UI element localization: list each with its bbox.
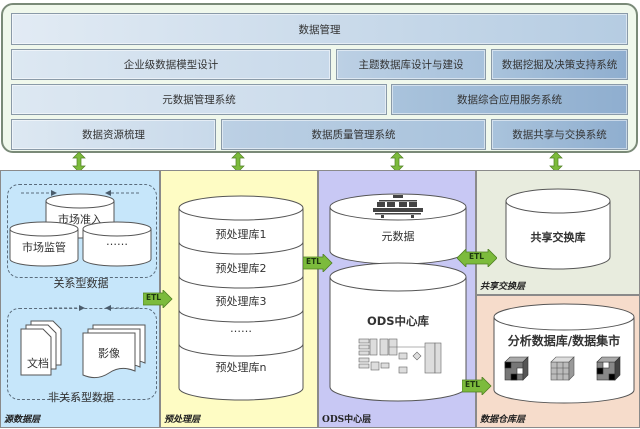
database-cylinder-more: …… (82, 221, 152, 267)
mgmt-item-quality-system: 数据质量管理系统 (221, 119, 486, 150)
etl-arrow-ods-share-bidirectional: ETL (456, 248, 498, 271)
bidirectional-arrow-icon (72, 152, 86, 172)
db-label: 市场准入 (58, 213, 102, 226)
mgmt-item-share-exchange-system: 数据共享与交换系统 (491, 119, 628, 150)
document-label: 文档 (27, 357, 49, 370)
zone-label-warehouse: 数据仓库层 (480, 415, 526, 425)
relational-data-group (7, 184, 157, 278)
data-management-panel: 数据管理 企业级数据模型设计 主题数据库设计与建设 数据挖掘及决策支持系统 元数… (1, 3, 638, 153)
etl-arrow-ods-to-warehouse: ETL (461, 376, 492, 399)
mgmt-title: 数据管理 (298, 23, 341, 36)
nonrelational-data-label: 非关系型数据 (48, 391, 114, 404)
db-label: …… (106, 235, 128, 248)
zone-label-share: 共享交换层 (480, 282, 526, 292)
share-exchange-db-label: 共享交换库 (530, 231, 586, 244)
metadata-hierarchy-icon (373, 195, 423, 218)
mgmt-item-label: 数据质量管理系统 (311, 129, 396, 141)
preprocess-layer-label: 预处理库2 (215, 262, 267, 275)
etl-label: ETL (465, 380, 481, 389)
relational-data-label: 关系型数据 (53, 277, 109, 290)
mgmt-item-resource-review: 数据资源梳理 (11, 119, 216, 150)
metadata-label: 元数据 (381, 230, 415, 243)
etl-arrow-source-to-preprocess: ETL (142, 289, 173, 312)
mgmt-item-label: 数据资源梳理 (82, 129, 145, 141)
ods-center-zone: 元数据 ODS中心库 ODS中心层 (318, 170, 476, 428)
mgmt-item-integrated-service: 数据综合应用服务系统 (391, 84, 628, 115)
database-cylinder-market-supervision: 市场监管 (9, 221, 79, 267)
dashed-arrow-left-icon (105, 305, 141, 311)
data-cube-icon (596, 356, 621, 381)
zone-label-preprocess: 预处理层 (164, 415, 201, 425)
preprocess-zone: 预处理库1 预处理库2 预处理库3 …… 预处理库n 预处理层 (160, 170, 318, 428)
share-exchange-database-cylinder: 共享交换库 (505, 188, 611, 271)
mgmt-item-label: 主题数据库设计与建设 (358, 59, 464, 71)
mgmt-item-metadata-system: 元数据管理系统 (11, 84, 387, 115)
etl-label: ETL (306, 257, 322, 266)
bidirectional-arrow-icon (390, 152, 404, 172)
preprocess-layer-label: …… (230, 322, 252, 335)
preprocess-layer-label: 预处理库3 (215, 295, 267, 308)
dashed-arrow-right-icon (21, 190, 57, 196)
document-stack-icon (20, 320, 62, 376)
preprocess-layer-label: 预处理库1 (215, 228, 267, 241)
mgmt-item-label: 企业级数据模型设计 (123, 59, 219, 71)
ods-diagram-icon (358, 338, 442, 374)
analysis-db-label: 分析数据库/数据集市 (507, 334, 621, 348)
bidirectional-arrow-icon (231, 152, 245, 172)
analysis-database-cylinder: 分析数据库/数据集市 (493, 303, 635, 404)
source-data-zone: 市场准入 市场监管 …… 关系型数据 文档 影像 非关系型数据 源数据层 (0, 170, 160, 428)
dashed-arrow-right-icon (49, 305, 85, 311)
mgmt-item-label: 数据共享与交换系统 (512, 129, 607, 141)
zone-label-source: 源数据层 (4, 415, 41, 425)
bidirectional-arrow-icon (549, 152, 563, 172)
mgmt-item-label: 数据挖掘及决策支持系统 (501, 59, 618, 71)
mgmt-item-enterprise-model: 企业级数据模型设计 (11, 49, 331, 80)
data-cube-icon (550, 356, 575, 381)
share-exchange-zone: 共享交换库 共享交换层 (476, 170, 640, 295)
etl-label: ETL (469, 252, 485, 261)
etl-arrow-preprocess-to-ods: ETL (302, 253, 333, 276)
mgmt-item-subject-db: 主题数据库设计与建设 (336, 49, 486, 80)
metadata-database-cylinder: 元数据 (329, 193, 467, 265)
mgmt-title-bar: 数据管理 (11, 13, 628, 45)
preprocess-layer-label: 预处理库n (215, 361, 267, 374)
etl-label: ETL (146, 293, 162, 302)
mgmt-item-label: 数据综合应用服务系统 (457, 94, 562, 106)
ods-center-database-cylinder: ODS中心库 (329, 262, 467, 403)
data-warehouse-zone: 分析数据库/数据集市 数据仓库层 (476, 295, 640, 428)
image-stack-icon (82, 324, 146, 379)
data-cube-icon (504, 356, 529, 381)
ods-center-label: ODS中心库 (366, 314, 430, 328)
preprocess-database-cylinder: 预处理库1 预处理库2 预处理库3 …… 预处理库n (178, 195, 304, 402)
dashed-arrow-left-icon (105, 190, 141, 196)
image-label: 影像 (98, 347, 120, 360)
mgmt-item-label: 元数据管理系统 (162, 94, 236, 106)
mgmt-item-data-mining: 数据挖掘及决策支持系统 (491, 49, 628, 80)
zone-label-ods: ODS中心层 (322, 415, 372, 425)
db-label: 市场监管 (22, 241, 66, 254)
